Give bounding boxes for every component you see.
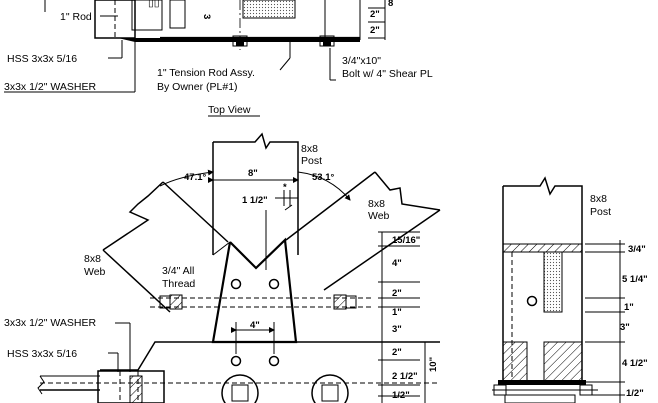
top-view-post-left [169,0,186,29]
front-thread-label-1: 3/4" All [162,265,194,277]
front-gusset-plate [211,237,298,344]
side-dim-r-4: 3" [620,322,630,333]
front-web-right-label-2: Web [368,210,390,222]
front-dim-r-7: 2 1/2" [392,371,418,382]
front-post-width: 8" [248,168,258,179]
front-dim-r-4: 1" [392,307,402,318]
front-thread-label-2: Thread [162,278,195,290]
front-hole-4 [268,355,280,367]
svg-text:▯▯: ▯▯ [148,0,160,9]
side-dim-r-6: 1/2" [626,388,644,399]
top-dim-3: 3 [201,14,212,19]
top-dim-2b: 2" [370,25,380,36]
top-washer-label: 3x3x 1/2" WASHER [4,81,96,93]
front-web-right [285,171,441,291]
side-dim-r-1: 3/4" [628,244,646,255]
front-hole-3 [230,355,242,367]
front-dim-r-6: 2" [392,347,402,358]
side-lower-block-left [502,341,528,383]
top-hss-label: HSS 3x3x 5/16 [7,53,77,65]
side-shear-slot [543,251,563,313]
front-dim-r-3: 2" [392,288,402,299]
front-hole-1 [230,278,242,290]
front-angle-right: 53.1° [312,172,334,183]
front-post [212,132,299,255]
front-shear-plate-left [221,374,259,403]
front-dim-10: 10" [428,357,439,372]
front-web-right-label-1: 8x8 [368,198,385,210]
front-dim-r-1: 15/16" [392,235,420,246]
side-hole [526,295,538,307]
top-bolt-label-1: 3/4"x10" [342,55,381,67]
front-hss-label: HSS 3x3x 5/16 [7,348,77,360]
front-washer-label: 3x3x 1/2" WASHER [4,317,96,329]
top-dim-2a: 2" [370,9,380,20]
top-view-washer [131,0,163,31]
front-web-left-label-2: Web [84,266,106,278]
top-view-timber-section [242,0,296,19]
front-angle-left: 47.1° [184,172,206,183]
front-shear-plate-right [311,374,349,403]
front-dim-r-5: 3" [392,324,402,335]
top-rod-label: 1" Rod [60,11,92,23]
side-post-label-2: Post [590,206,611,218]
front-dim-r-8: 1/2" [392,390,410,401]
front-hole-2 [268,278,280,290]
top-view: ▯▯ 2" 2" 8 3 1" Rod HSS 3x3x 5/16 3x3x 1… [4,0,433,117]
top-view-hss-block [94,0,136,39]
front-dim-1-half: 1 1/2" [242,195,268,206]
top-view-title: Top View [208,104,251,116]
front-bottom-chord [40,341,440,391]
top-tension-rod-label-2: By Owner (PL#1) [157,81,238,93]
side-lower-block-right [543,341,583,383]
front-dim-r-2: 4" [392,258,402,269]
side-dim-r-2: 5 1/4" [622,274,648,285]
top-dim-8: 8 [388,0,393,9]
svg-text:*: * [283,182,287,193]
side-dim-r-5: 4 1/2" [622,358,648,369]
side-view: 8x8 Post 3/4" 5 1/4" 1" 3" 4 1/2" 1/2" [492,176,648,403]
front-post-label-1: 8x8 [301,143,318,155]
front-post-label-2: Post [301,155,322,167]
front-web-left [102,181,229,313]
side-post-label-1: 8x8 [590,193,607,205]
front-dim-4-horiz: 4" [250,320,260,331]
top-tension-rod-label-1: 1" Tension Rod Assy. [157,67,255,79]
front-thread-nut-left [169,294,183,310]
front-hss-block [97,370,165,403]
side-top-plate [502,243,583,253]
top-bolt-label-2: Bolt w/ 4" Shear PL [342,68,433,80]
front-web-left-label-1: 8x8 [84,253,101,265]
front-view: 8x8 Post 8" 47.1° 53.1° 8x8 Web 8x8 Web … [4,132,441,403]
side-dim-r-3: 1" [624,302,634,313]
front-thread-nut-right [333,294,347,310]
